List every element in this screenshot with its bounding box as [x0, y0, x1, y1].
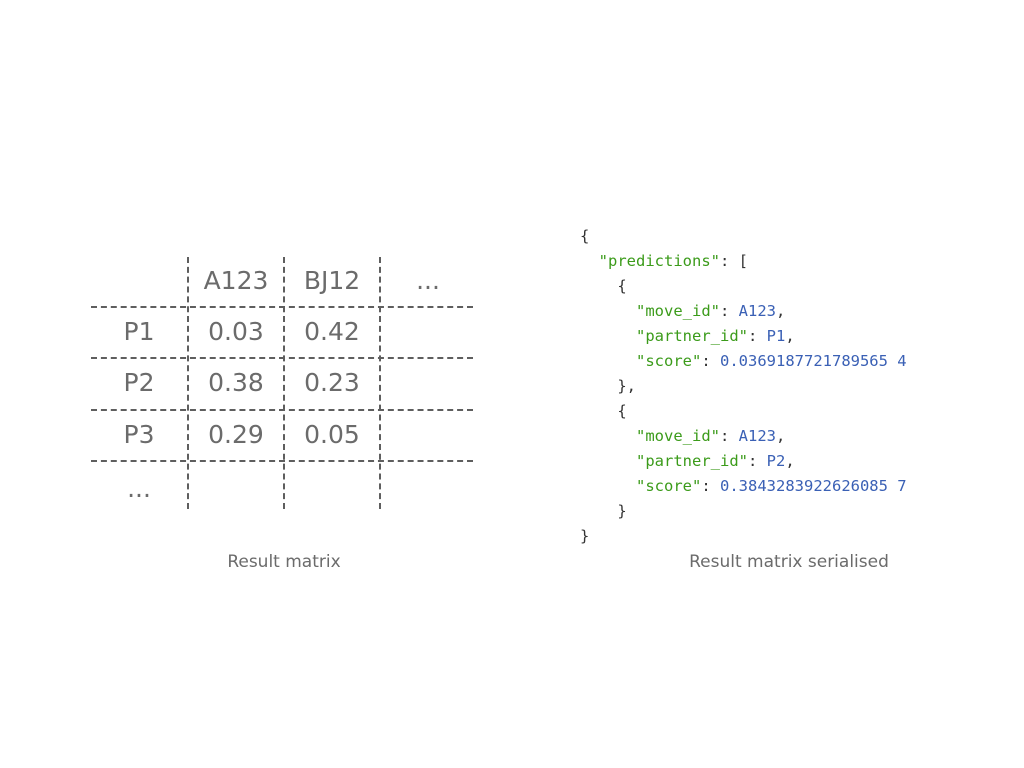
- matrix-cell: 0.23: [304, 368, 360, 397]
- code-line: "move_id": A123,: [636, 302, 786, 320]
- row-label: P1: [123, 317, 155, 346]
- json-key: "partner_id": [636, 327, 748, 345]
- code-line: "score": 0.3843283922626085 7: [636, 477, 907, 495]
- json-value: 0.3843283922626085 7: [720, 477, 907, 495]
- matrix-caption: Result matrix: [227, 552, 341, 572]
- column-header: BJ12: [303, 266, 361, 295]
- code-line: {: [617, 402, 627, 420]
- code-line: "move_id": A123,: [636, 427, 786, 445]
- json-value: P1: [766, 327, 786, 345]
- code-line: "score": 0.0369187721789565 4: [636, 352, 907, 370]
- json-value: P2: [766, 452, 786, 470]
- json-key: "partner_id": [636, 452, 748, 470]
- json-key: "score": [636, 352, 702, 370]
- row-separator: [91, 409, 473, 411]
- json-value: 0.0369187721789565 4: [720, 352, 907, 370]
- column-separator: [187, 257, 189, 509]
- json-value: A123: [738, 302, 776, 320]
- code-line: {: [617, 277, 627, 295]
- json-key: "move_id": [636, 427, 720, 445]
- code-line: "partner_id": P2,: [636, 452, 795, 470]
- row-separator: [91, 306, 473, 308]
- code-line: {: [580, 227, 590, 245]
- json-key: "move_id": [636, 302, 720, 320]
- json-value: A123: [738, 427, 776, 445]
- code-line: },: [617, 377, 636, 395]
- column-header: A123: [203, 266, 269, 295]
- matrix-cell: 0.05: [304, 420, 360, 449]
- row-label-ellipsis: ...: [127, 474, 151, 503]
- result-matrix: A123 BJ12 ... P1 0.03 0.42 P2 0.38 0.23 …: [0, 0, 520, 600]
- code-line: }: [580, 527, 590, 545]
- column-header-ellipsis: ...: [416, 266, 440, 295]
- column-separator: [379, 257, 381, 509]
- matrix-cell: 0.03: [208, 317, 264, 346]
- row-label: P2: [123, 368, 155, 397]
- row-separator: [91, 357, 473, 359]
- matrix-cell: 0.29: [208, 420, 264, 449]
- matrix-cell: 0.38: [208, 368, 264, 397]
- code-line: "partner_id": P1,: [636, 327, 795, 345]
- json-key: "score": [636, 477, 702, 495]
- column-separator: [283, 257, 285, 509]
- code-line: }: [617, 502, 627, 520]
- code-line: "predictions": [: [598, 252, 748, 270]
- row-label: P3: [123, 420, 155, 449]
- matrix-cell: 0.42: [304, 317, 360, 346]
- json-key: "predictions": [598, 252, 720, 270]
- row-separator: [91, 460, 473, 462]
- serialised-caption: Result matrix serialised: [689, 552, 889, 572]
- serialised-json: { "predictions": [ { "move_id": A123, "p…: [580, 224, 907, 549]
